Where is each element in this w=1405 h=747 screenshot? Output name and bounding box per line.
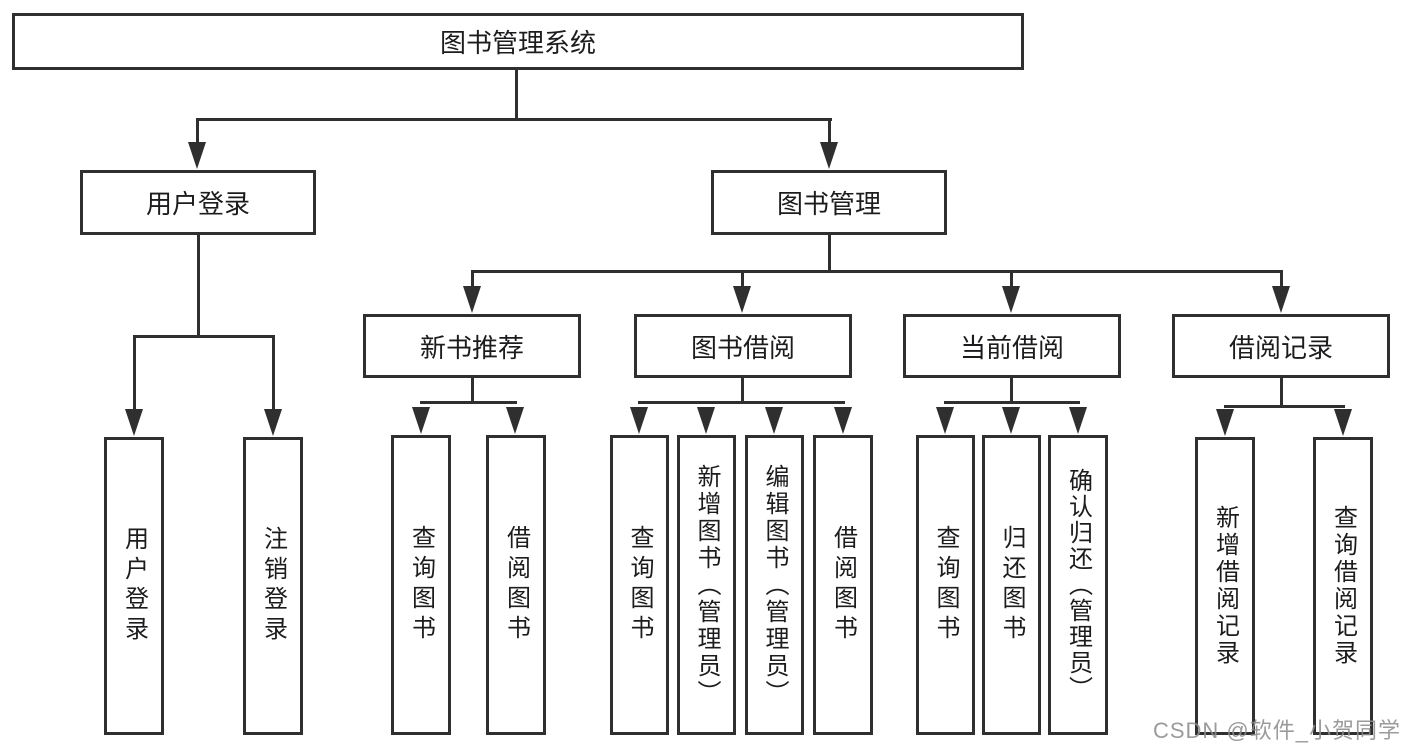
connector-line xyxy=(133,335,275,338)
connector-line xyxy=(828,235,831,272)
arrow-down-icon xyxy=(412,407,430,434)
arrow-down-icon xyxy=(1216,409,1234,436)
arrow-down-icon xyxy=(630,407,648,434)
leaf-query-books-current: 查询图书 xyxy=(916,435,975,735)
connector-line xyxy=(1224,405,1345,408)
leaf-borrow-books-recommend: 借阅图书 xyxy=(486,435,546,735)
node-library-management-system: 图书管理系统 xyxy=(12,13,1024,70)
arrow-down-icon xyxy=(1002,407,1020,434)
connector-line xyxy=(197,235,200,337)
connector-line xyxy=(1280,270,1283,288)
leaf-return-books: 归还图书 xyxy=(982,435,1041,735)
connector-line xyxy=(471,377,474,403)
node-user-login: 用户登录 xyxy=(80,170,316,235)
leaf-query-borrow-record: 查询借阅记录 xyxy=(1313,437,1373,735)
connector-line xyxy=(133,335,136,411)
leaf-add-book-admin: 新增图书（管理员） xyxy=(677,435,736,735)
arrow-down-icon xyxy=(506,407,524,434)
leaf-borrow-books: 借阅图书 xyxy=(813,435,873,735)
connector-line xyxy=(272,335,275,411)
arrow-down-icon xyxy=(125,409,143,436)
arrow-down-icon xyxy=(765,407,783,434)
arrow-down-icon xyxy=(188,142,206,169)
arrow-down-icon xyxy=(1002,286,1020,313)
connector-line xyxy=(944,401,1080,404)
arrow-down-icon xyxy=(463,286,481,313)
arrow-down-icon xyxy=(697,407,715,434)
connector-line xyxy=(196,118,832,121)
leaf-confirm-return-admin: 确认归还（管理员） xyxy=(1048,435,1108,735)
connector-line xyxy=(471,270,474,288)
arrow-down-icon xyxy=(834,407,852,434)
node-book-borrowing: 图书借阅 xyxy=(634,314,852,378)
connector-line xyxy=(420,401,517,404)
connector-line xyxy=(638,401,845,404)
node-new-book-recommend: 新书推荐 xyxy=(363,314,581,378)
node-book-management: 图书管理 xyxy=(711,170,947,235)
connector-line xyxy=(515,69,518,120)
arrow-down-icon xyxy=(264,409,282,436)
arrow-down-icon xyxy=(936,407,954,434)
leaf-add-borrow-record: 新增借阅记录 xyxy=(1195,437,1255,735)
connector-line xyxy=(471,270,1283,273)
leaf-query-books-borrowing: 查询图书 xyxy=(610,435,669,735)
watermark: CSDN @软件_小贺同学 xyxy=(1152,718,1401,743)
connector-line xyxy=(741,377,744,403)
connector-line xyxy=(741,270,744,288)
leaf-edit-book-admin: 编辑图书（管理员） xyxy=(745,435,804,735)
connector-line xyxy=(1010,270,1013,288)
arrow-down-icon xyxy=(820,142,838,169)
arrow-down-icon xyxy=(1069,407,1087,434)
node-borrow-records: 借阅记录 xyxy=(1172,314,1390,378)
arrow-down-icon xyxy=(1272,286,1290,313)
node-current-borrowing: 当前借阅 xyxy=(903,314,1121,378)
connector-line xyxy=(196,118,199,150)
connector-line xyxy=(828,118,831,150)
connector-line xyxy=(1280,377,1283,408)
arrow-down-icon xyxy=(733,286,751,313)
leaf-query-books-recommend: 查询图书 xyxy=(391,435,451,735)
leaf-user-login: 用户登录 xyxy=(104,437,164,735)
leaf-logout: 注销登录 xyxy=(243,437,303,735)
arrow-down-icon xyxy=(1334,409,1352,436)
connector-line xyxy=(1010,377,1013,403)
